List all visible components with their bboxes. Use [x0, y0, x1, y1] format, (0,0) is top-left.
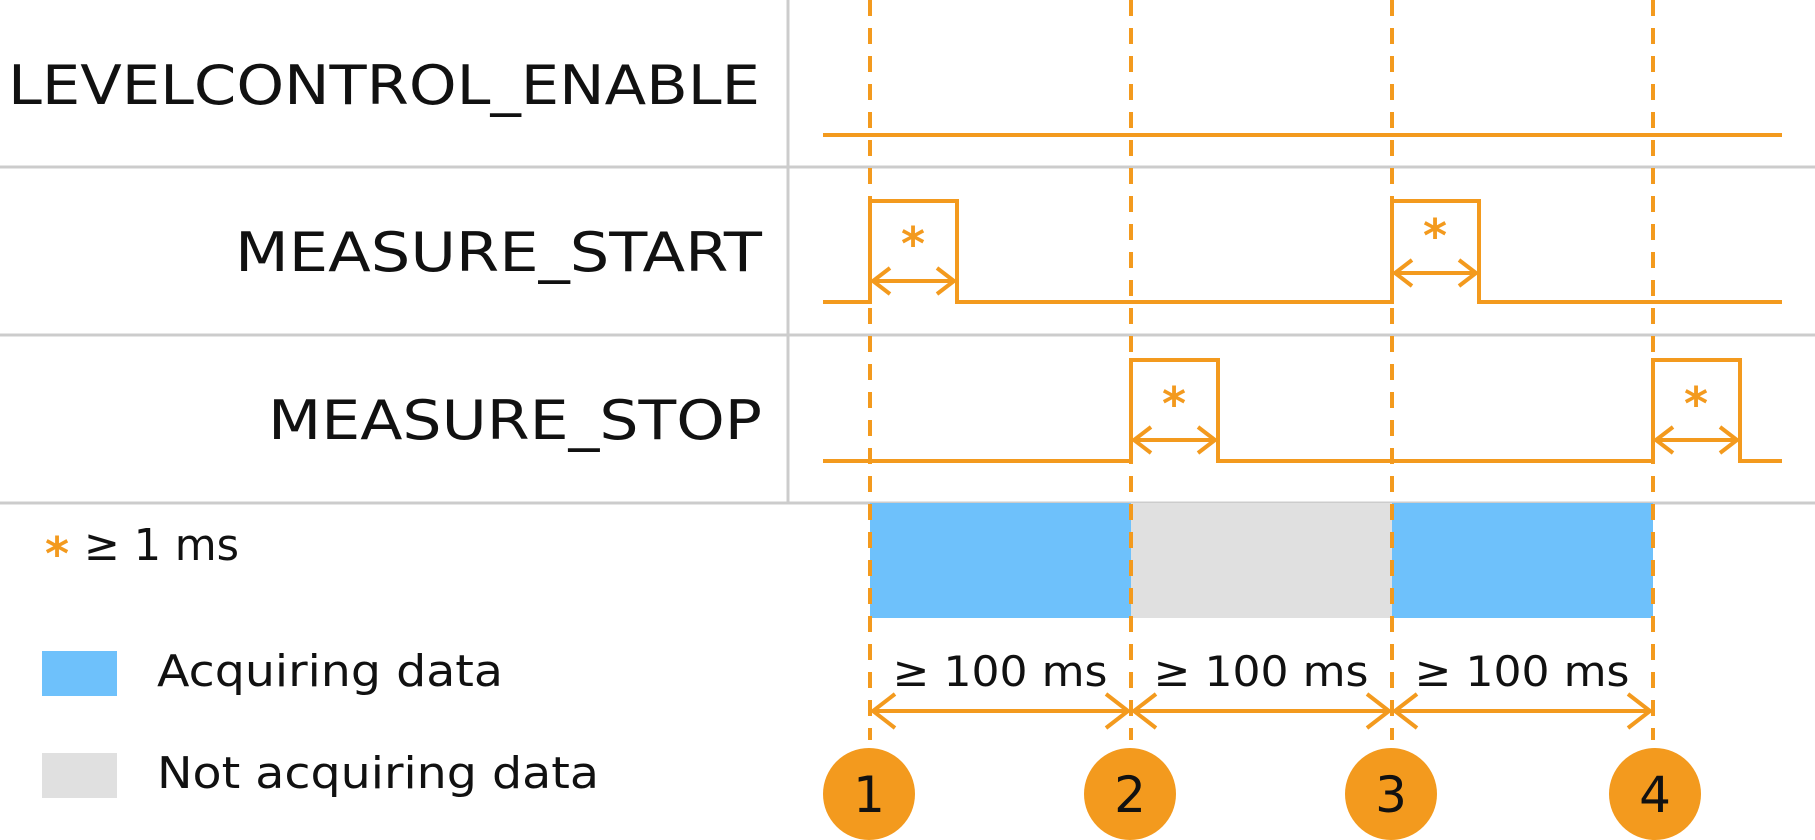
- event-marker-4: 4: [1609, 748, 1701, 840]
- duration-label-1: ≥ 100 ms: [893, 647, 1108, 696]
- event-marker-2: 2: [1084, 748, 1176, 840]
- event-marker-3-number: 3: [1375, 766, 1407, 824]
- legend-pulse-mark: *: [45, 527, 69, 581]
- event-lines: [868, 0, 1655, 740]
- pulse-mark-stop-2: *: [1684, 377, 1708, 431]
- signal-label-measure-start: MEASURE_START: [235, 221, 763, 284]
- legend-pulse-note: ≥ 1 ms: [84, 520, 239, 571]
- band-not-acquiring: [1131, 503, 1392, 618]
- band-acquiring-1: [870, 503, 1131, 618]
- pulse-arrow-start-1: [869, 266, 958, 296]
- legend-swatch-not-acquiring: [42, 753, 117, 798]
- event-markers: 1 2 3 4: [823, 748, 1701, 840]
- duration-arrow-2: [1130, 692, 1393, 730]
- duration-arrow-1: [869, 692, 1132, 730]
- waveform-measure-stop: [823, 358, 1782, 463]
- event-marker-3: 3: [1345, 748, 1437, 840]
- event-marker-1-number: 1: [853, 766, 885, 824]
- acquisition-bands: [870, 503, 1653, 618]
- event-marker-4-number: 4: [1639, 766, 1671, 824]
- pulse-mark-start-2: *: [1423, 209, 1447, 263]
- signal-label-measure-stop: MEASURE_STOP: [268, 389, 762, 452]
- event-marker-2-number: 2: [1114, 766, 1146, 824]
- waveform-measure-start: [823, 199, 1782, 304]
- legend: * ≥ 1 ms Acquiring data Not acquiring da…: [42, 520, 599, 799]
- pulse-arrow-stop-2: [1652, 425, 1741, 455]
- signal-label-levelcontrol-enable: LEVELCONTROL_ENABLE: [8, 54, 760, 117]
- pulse-marks: * * * *: [901, 209, 1708, 431]
- legend-swatch-acquiring: [42, 651, 117, 696]
- duration-label-3: ≥ 100 ms: [1415, 647, 1630, 696]
- pulse-arrow-stop-1: [1130, 425, 1219, 455]
- pulse-mark-stop-1: *: [1162, 377, 1186, 431]
- duration-annotations: ≥ 100 ms ≥ 100 ms ≥ 100 ms: [869, 647, 1654, 730]
- signal-labels: LEVELCONTROL_ENABLE MEASURE_START MEASUR…: [8, 54, 763, 452]
- legend-label-not-acquiring: Not acquiring data: [157, 748, 599, 799]
- legend-label-acquiring: Acquiring data: [157, 646, 503, 697]
- pulse-width-arrows: [869, 258, 1741, 455]
- event-marker-1: 1: [823, 748, 915, 840]
- pulse-mark-start-1: *: [901, 217, 925, 271]
- duration-arrow-3: [1391, 692, 1654, 730]
- pulse-arrow-start-2: [1391, 258, 1480, 288]
- waveforms: [823, 133, 1782, 463]
- band-acquiring-2: [1392, 503, 1653, 618]
- duration-label-2: ≥ 100 ms: [1154, 647, 1369, 696]
